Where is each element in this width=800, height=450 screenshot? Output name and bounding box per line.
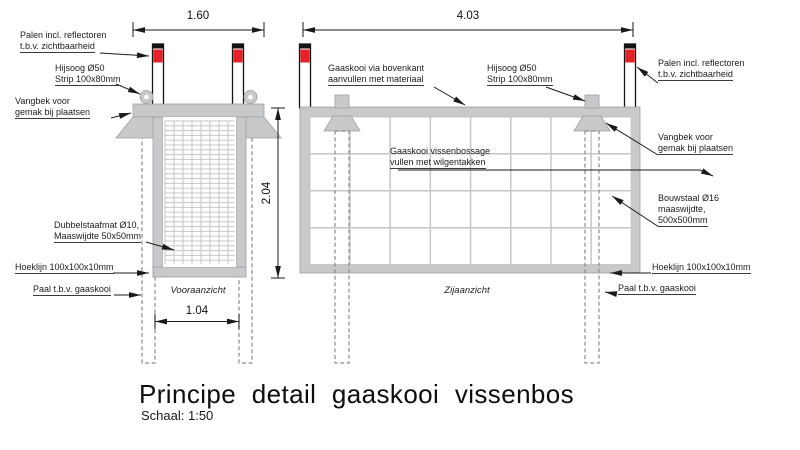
dimension-front-height	[271, 107, 285, 279]
label-line: Strip 100x80mm	[55, 74, 121, 86]
leader-gaaskooi-top	[433, 86, 466, 106]
vangbek-funnel	[323, 115, 361, 132]
reflector-pole	[623, 43, 637, 109]
label-bouwstaal: Bouwstaal Ø16 maaswijdte, 500x500mm	[658, 193, 719, 227]
leader-vulling	[398, 168, 714, 177]
hijsoog-strip	[334, 94, 350, 109]
label-gaaskooi-bovenkant: Gaaskooi via bovenkant aanvullen met mat…	[328, 63, 424, 86]
leader-palen-left	[99, 52, 150, 59]
label-line: aanvullen met materiaal	[328, 74, 424, 86]
dim-text-front-height: 2.04	[261, 181, 273, 205]
label-vulling: Gaaskooi vissenbossage vullen met wilgen…	[390, 146, 490, 169]
label-line: Paal t.b.v. gaaskooi	[33, 284, 111, 296]
dim-text-front-bottom: 1.04	[185, 305, 209, 317]
label-line: Gaaskooi via bovenkant	[328, 63, 425, 73]
label-line: maaswijdte,	[658, 204, 706, 214]
drawing-scale: Schaal: 1:50	[141, 408, 214, 423]
reflector-band	[625, 49, 635, 63]
label-hijsoog-left: Hijsoog Ø50 Strip 100x80mm	[55, 63, 121, 86]
label-line: Hijsoog Ø50	[487, 63, 537, 73]
hijsoog-strip	[584, 94, 600, 109]
bouwstaal-grid	[309, 116, 631, 264]
label-line: Dubbelstaafmat Ø10,	[54, 220, 140, 230]
caption-side-view: Zijaanzicht	[444, 285, 490, 296]
label-line: Maaswijdte 50x50mm	[54, 231, 142, 243]
leader-vangbek-left	[110, 112, 132, 119]
reflector-pole	[298, 43, 312, 109]
label-vangbek-left: Vangbek voor gemak bij plaatsen	[15, 96, 91, 119]
label-line: gemak bij plaatsen	[15, 107, 91, 119]
label-line: Strip 100x80mm	[487, 74, 553, 86]
label-paal-left: Paal t.b.v. gaaskooi	[33, 284, 111, 296]
ground-pole-dashed	[334, 130, 350, 364]
ground-pole-dashed	[238, 117, 253, 364]
label-hijsoog-right: Hijsoog Ø50 Strip 100x80mm	[487, 63, 553, 86]
label-hoeklijn-right: Hoeklijn 100x100x10mm	[652, 262, 751, 274]
label-line: gemak bij plaatsen	[658, 143, 734, 155]
cage-rail-right	[235, 116, 247, 278]
ground-pole-dashed	[584, 130, 600, 364]
dimension-front-top	[132, 22, 265, 37]
leader-hijsoog-right	[545, 86, 586, 102]
label-line: Hijsoog Ø50	[55, 63, 105, 73]
side-view	[298, 22, 641, 364]
label-line: vullen met wilgentakken	[390, 157, 486, 169]
label-dubbelstaafmat: Dubbelstaafmat Ø10, Maaswijdte 50x50mm	[54, 220, 142, 243]
caption-front-view: Vooraanzicht	[170, 285, 226, 296]
label-line: Vangbek voor	[15, 96, 70, 106]
label-paal-right: Paal t.b.v. gaaskooi	[618, 283, 696, 295]
dim-text-front-top: 1.60	[186, 10, 210, 22]
label-line: 500x500mm	[658, 215, 708, 227]
label-line: Palen incl. reflectoren	[20, 30, 107, 40]
reflector-band	[153, 49, 163, 63]
label-vangbek-right: Vangbek voor gemak bij plaatsen	[658, 132, 734, 155]
front-view	[115, 22, 285, 364]
cage-rail-left	[152, 116, 164, 278]
label-palen-reflectoren-right: Palen incl. reflectoren t.b.v. zichtbaar…	[658, 58, 745, 81]
label-line: Hoeklijn 100x100x10mm	[652, 262, 751, 274]
label-line: t.b.v. zichtbaarheid	[658, 69, 733, 81]
dimension-side-width	[302, 22, 634, 37]
cage-bottom-bar	[152, 266, 247, 278]
leader-palen-right	[636, 66, 659, 84]
leader-paal-right	[604, 291, 618, 297]
fine-mesh	[164, 120, 235, 265]
label-line: Paal t.b.v. gaaskooi	[618, 283, 696, 295]
drawing-title: Principe detail gaaskooi vissenbos	[139, 379, 575, 409]
label-line: Bouwstaal Ø16	[658, 193, 720, 203]
leader-dubbelstaafmat	[145, 241, 175, 251]
dimension-front-bottom	[154, 314, 240, 329]
label-line: Hoeklijn 100x100x10mm	[15, 262, 114, 274]
label-palen-reflectoren-left: Palen incl. reflectoren t.b.v. zichtbaar…	[20, 30, 107, 53]
label-line: t.b.v. zichtbaarheid	[20, 41, 95, 53]
dim-text-side-width: 4.03	[456, 10, 480, 22]
leader-lines	[99, 52, 714, 298]
leader-bouwstaal	[611, 195, 660, 228]
label-line: Vangbek voor	[658, 132, 713, 142]
label-hoeklijn-left: Hoeklijn 100x100x10mm	[15, 262, 114, 274]
vangbek-flare-left	[115, 116, 156, 139]
label-line: Palen incl. reflectoren	[658, 58, 745, 68]
vangbek-flare-right	[241, 116, 282, 139]
reflector-band	[300, 49, 310, 63]
label-line: Gaaskooi vissenbossage	[390, 146, 491, 156]
hijsoog-lug	[139, 90, 258, 104]
reflector-band	[233, 49, 243, 63]
cage-top-bar	[132, 103, 265, 118]
leader-vangbek-right	[605, 122, 659, 156]
